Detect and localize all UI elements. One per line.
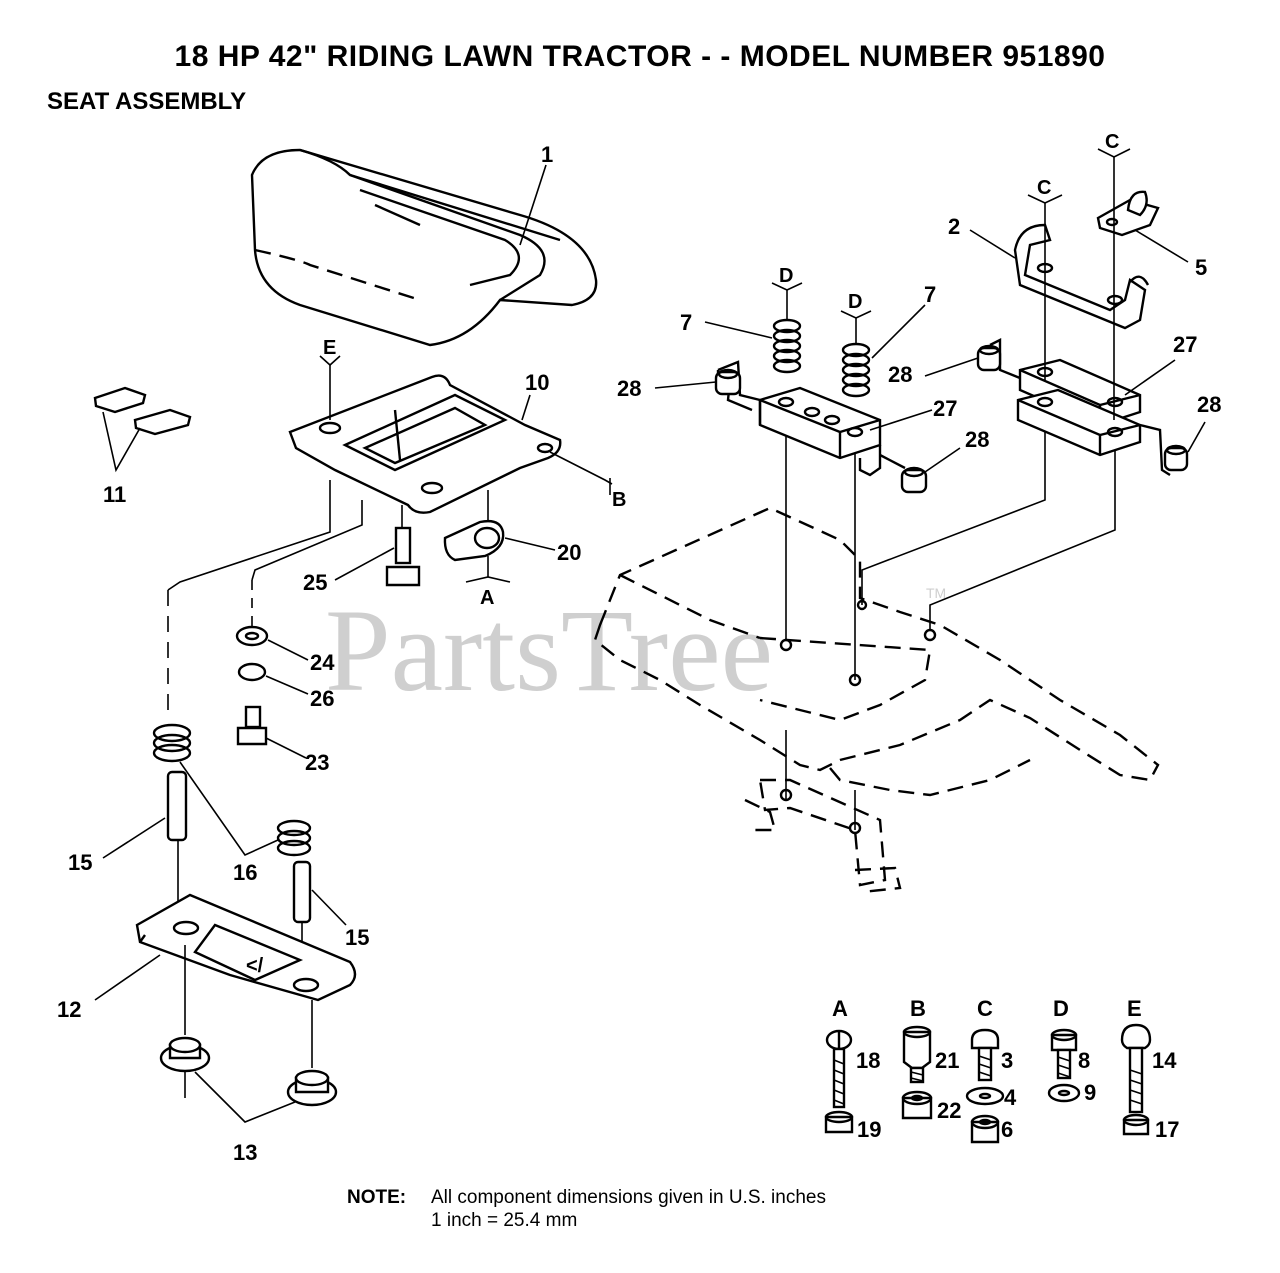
hardware-part-6[interactable] [970, 1114, 1000, 1144]
callout-15-right: 15 [345, 925, 369, 950]
callout-20: 20 [557, 540, 581, 565]
callout-27-left: 27 [933, 396, 957, 421]
callout-28-a: 28 [617, 376, 641, 401]
clamp-part-20[interactable] [443, 490, 556, 583]
hardware-part-4[interactable] [965, 1086, 1005, 1106]
callout-15-left: 15 [68, 850, 92, 875]
hardware-part-22[interactable] [901, 1090, 933, 1120]
pivot-block-part-27-right[interactable] [989, 338, 1176, 477]
callout-1: 1 [541, 142, 553, 167]
bumper-part-28[interactable] [654, 344, 1206, 494]
callout-16: 16 [233, 860, 257, 885]
ref-e: E [323, 337, 336, 359]
dimension-note: NOTE: All component dimensions given in U… [347, 1186, 826, 1232]
hardware-part-18[interactable] [825, 1029, 853, 1109]
label-8: 8 [1078, 1048, 1090, 1073]
grommet-part-13[interactable] [159, 1036, 338, 1123]
label-3: 3 [1001, 1048, 1013, 1073]
callout-5: 5 [1195, 255, 1207, 280]
label-21: 21 [935, 1048, 959, 1073]
label-18: 18 [856, 1048, 880, 1073]
lockwasher-part-26[interactable] [237, 662, 309, 695]
group-label-e: E [1127, 996, 1142, 1021]
page-title: 18 HP 42" RIDING LAWN TRACTOR - - MODEL … [174, 40, 1106, 73]
callout-25: 25 [303, 570, 327, 595]
section-title: SEAT ASSEMBLY [47, 88, 247, 115]
callout-28-b: 28 [965, 427, 989, 452]
hardware-part-8[interactable] [1050, 1028, 1078, 1080]
hardware-part-14[interactable] [1120, 1023, 1152, 1114]
label-4: 4 [1004, 1085, 1017, 1110]
hardware-legend: A B C D E 18 19 21 22 3 4 6 8 9 14 17 [824, 996, 1179, 1144]
hardware-part-19[interactable] [824, 1110, 854, 1134]
callout-7-right: 7 [924, 282, 936, 307]
callout-28-d: 28 [1197, 392, 1221, 417]
group-label-a: A [832, 996, 848, 1021]
callout-7-left: 7 [680, 310, 692, 335]
watermark-tm: TM [926, 585, 946, 601]
callout-24: 24 [310, 650, 335, 675]
callout-13: 13 [233, 1140, 257, 1165]
group-label-d: D [1053, 996, 1069, 1021]
nut-part-23[interactable] [236, 705, 307, 759]
hardware-part-9[interactable] [1047, 1083, 1081, 1103]
ref-d-left: D [779, 265, 793, 287]
note-label: NOTE: [347, 1187, 407, 1208]
group-label-c: C [977, 996, 993, 1021]
bolt-part-25[interactable] [334, 505, 421, 587]
watermark: PartsTree [325, 585, 773, 716]
ref-b: B [612, 489, 626, 511]
ref-a: A [480, 587, 494, 609]
ref-c-left: C [1037, 177, 1051, 199]
callout-12: 12 [57, 997, 81, 1022]
callout-11: 11 [103, 482, 126, 507]
note-line-2: 1 inch = 25.4 mm [431, 1210, 578, 1231]
label-17: 17 [1155, 1117, 1179, 1142]
seat-pan-part-10[interactable] [288, 374, 613, 514]
callout-2: 2 [948, 214, 960, 239]
label-22: 22 [937, 1098, 961, 1123]
stop-part-11[interactable] [93, 386, 192, 473]
callout-28-c: 28 [888, 362, 912, 387]
group-label-b: B [910, 996, 926, 1021]
callout-26: 26 [310, 686, 334, 711]
seat-part-1[interactable] [250, 148, 598, 347]
hardware-part-21[interactable] [902, 1025, 932, 1084]
label-6: 6 [1001, 1117, 1013, 1142]
washer-part-24[interactable] [235, 625, 309, 661]
note-line-1: All component dimensions given in U.S. i… [431, 1187, 826, 1208]
spring-part-7[interactable] [704, 304, 926, 398]
label-19: 19 [857, 1117, 881, 1142]
spacer-part-15[interactable] [102, 770, 347, 926]
bracket-part-12[interactable]: </ [94, 893, 357, 1002]
ref-c-right: C [1105, 131, 1119, 153]
callout-27-right: 27 [1173, 332, 1197, 357]
pivot-block-part-27[interactable] [716, 360, 933, 477]
tractor-frame [593, 506, 1160, 894]
callout-23: 23 [305, 750, 329, 775]
bracket-part-2[interactable] [969, 223, 1150, 330]
ref-d-right: D [848, 291, 862, 313]
hardware-part-17[interactable] [1122, 1113, 1150, 1136]
label-14: 14 [1152, 1048, 1177, 1073]
retainer-part-5[interactable] [1096, 190, 1189, 263]
svg-text:</: </ [246, 955, 264, 977]
hardware-part-3[interactable] [970, 1028, 1000, 1082]
spring-part-16[interactable] [152, 723, 312, 857]
label-9: 9 [1084, 1080, 1096, 1105]
callout-10: 10 [525, 370, 549, 395]
